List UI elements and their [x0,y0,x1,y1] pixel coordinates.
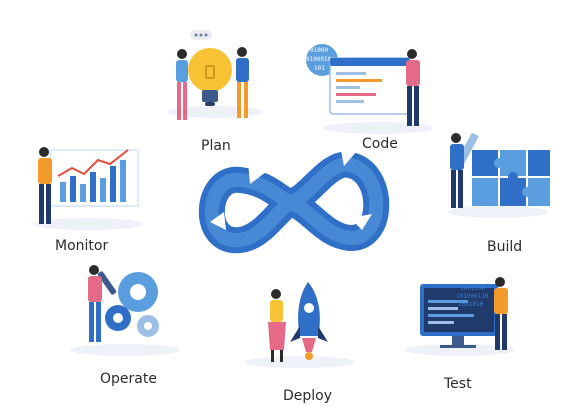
monitor-illustration: Monitor [33,147,143,254]
gears-icon [105,272,159,337]
test-illustration: 1001000 101000110 1001010 Test [405,277,515,392]
code-binary-line-2: 0100010 [306,56,332,63]
plan-label: Plan [201,138,231,154]
operate-illustration: Operate [70,265,180,387]
operate-label: Operate [100,371,157,387]
build-label: Build [487,239,522,255]
code-binary-line-3: 101 [314,65,325,72]
deploy-label: Deploy [283,388,332,404]
build-illustration: Build [448,133,550,255]
puzzle-pieces-icon [472,150,550,206]
test-binary-line-3: 1001010 [458,301,484,308]
test-label: Test [443,376,472,392]
deploy-illustration: Deploy [245,282,355,404]
dev-label: DEV [230,204,256,217]
lightbulb-icon [188,48,232,92]
wrench-icon [97,271,117,295]
code-label: Code [362,136,398,152]
code-binary-line-1: 01000 [310,47,328,54]
monitor-label: Monitor [55,238,108,254]
devops-infinity-loop: DEV OPS [198,146,390,254]
test-binary-line-2: 101000110 [456,293,489,300]
code-illustration: 01000 0100010 101 Code [306,44,433,152]
trend-line-icon [57,149,129,177]
test-binary-line-1: 1001000 [460,285,486,292]
ops-label: OPS [322,200,347,213]
plan-illustration: Plan [167,30,263,154]
rocket-icon [290,282,328,360]
